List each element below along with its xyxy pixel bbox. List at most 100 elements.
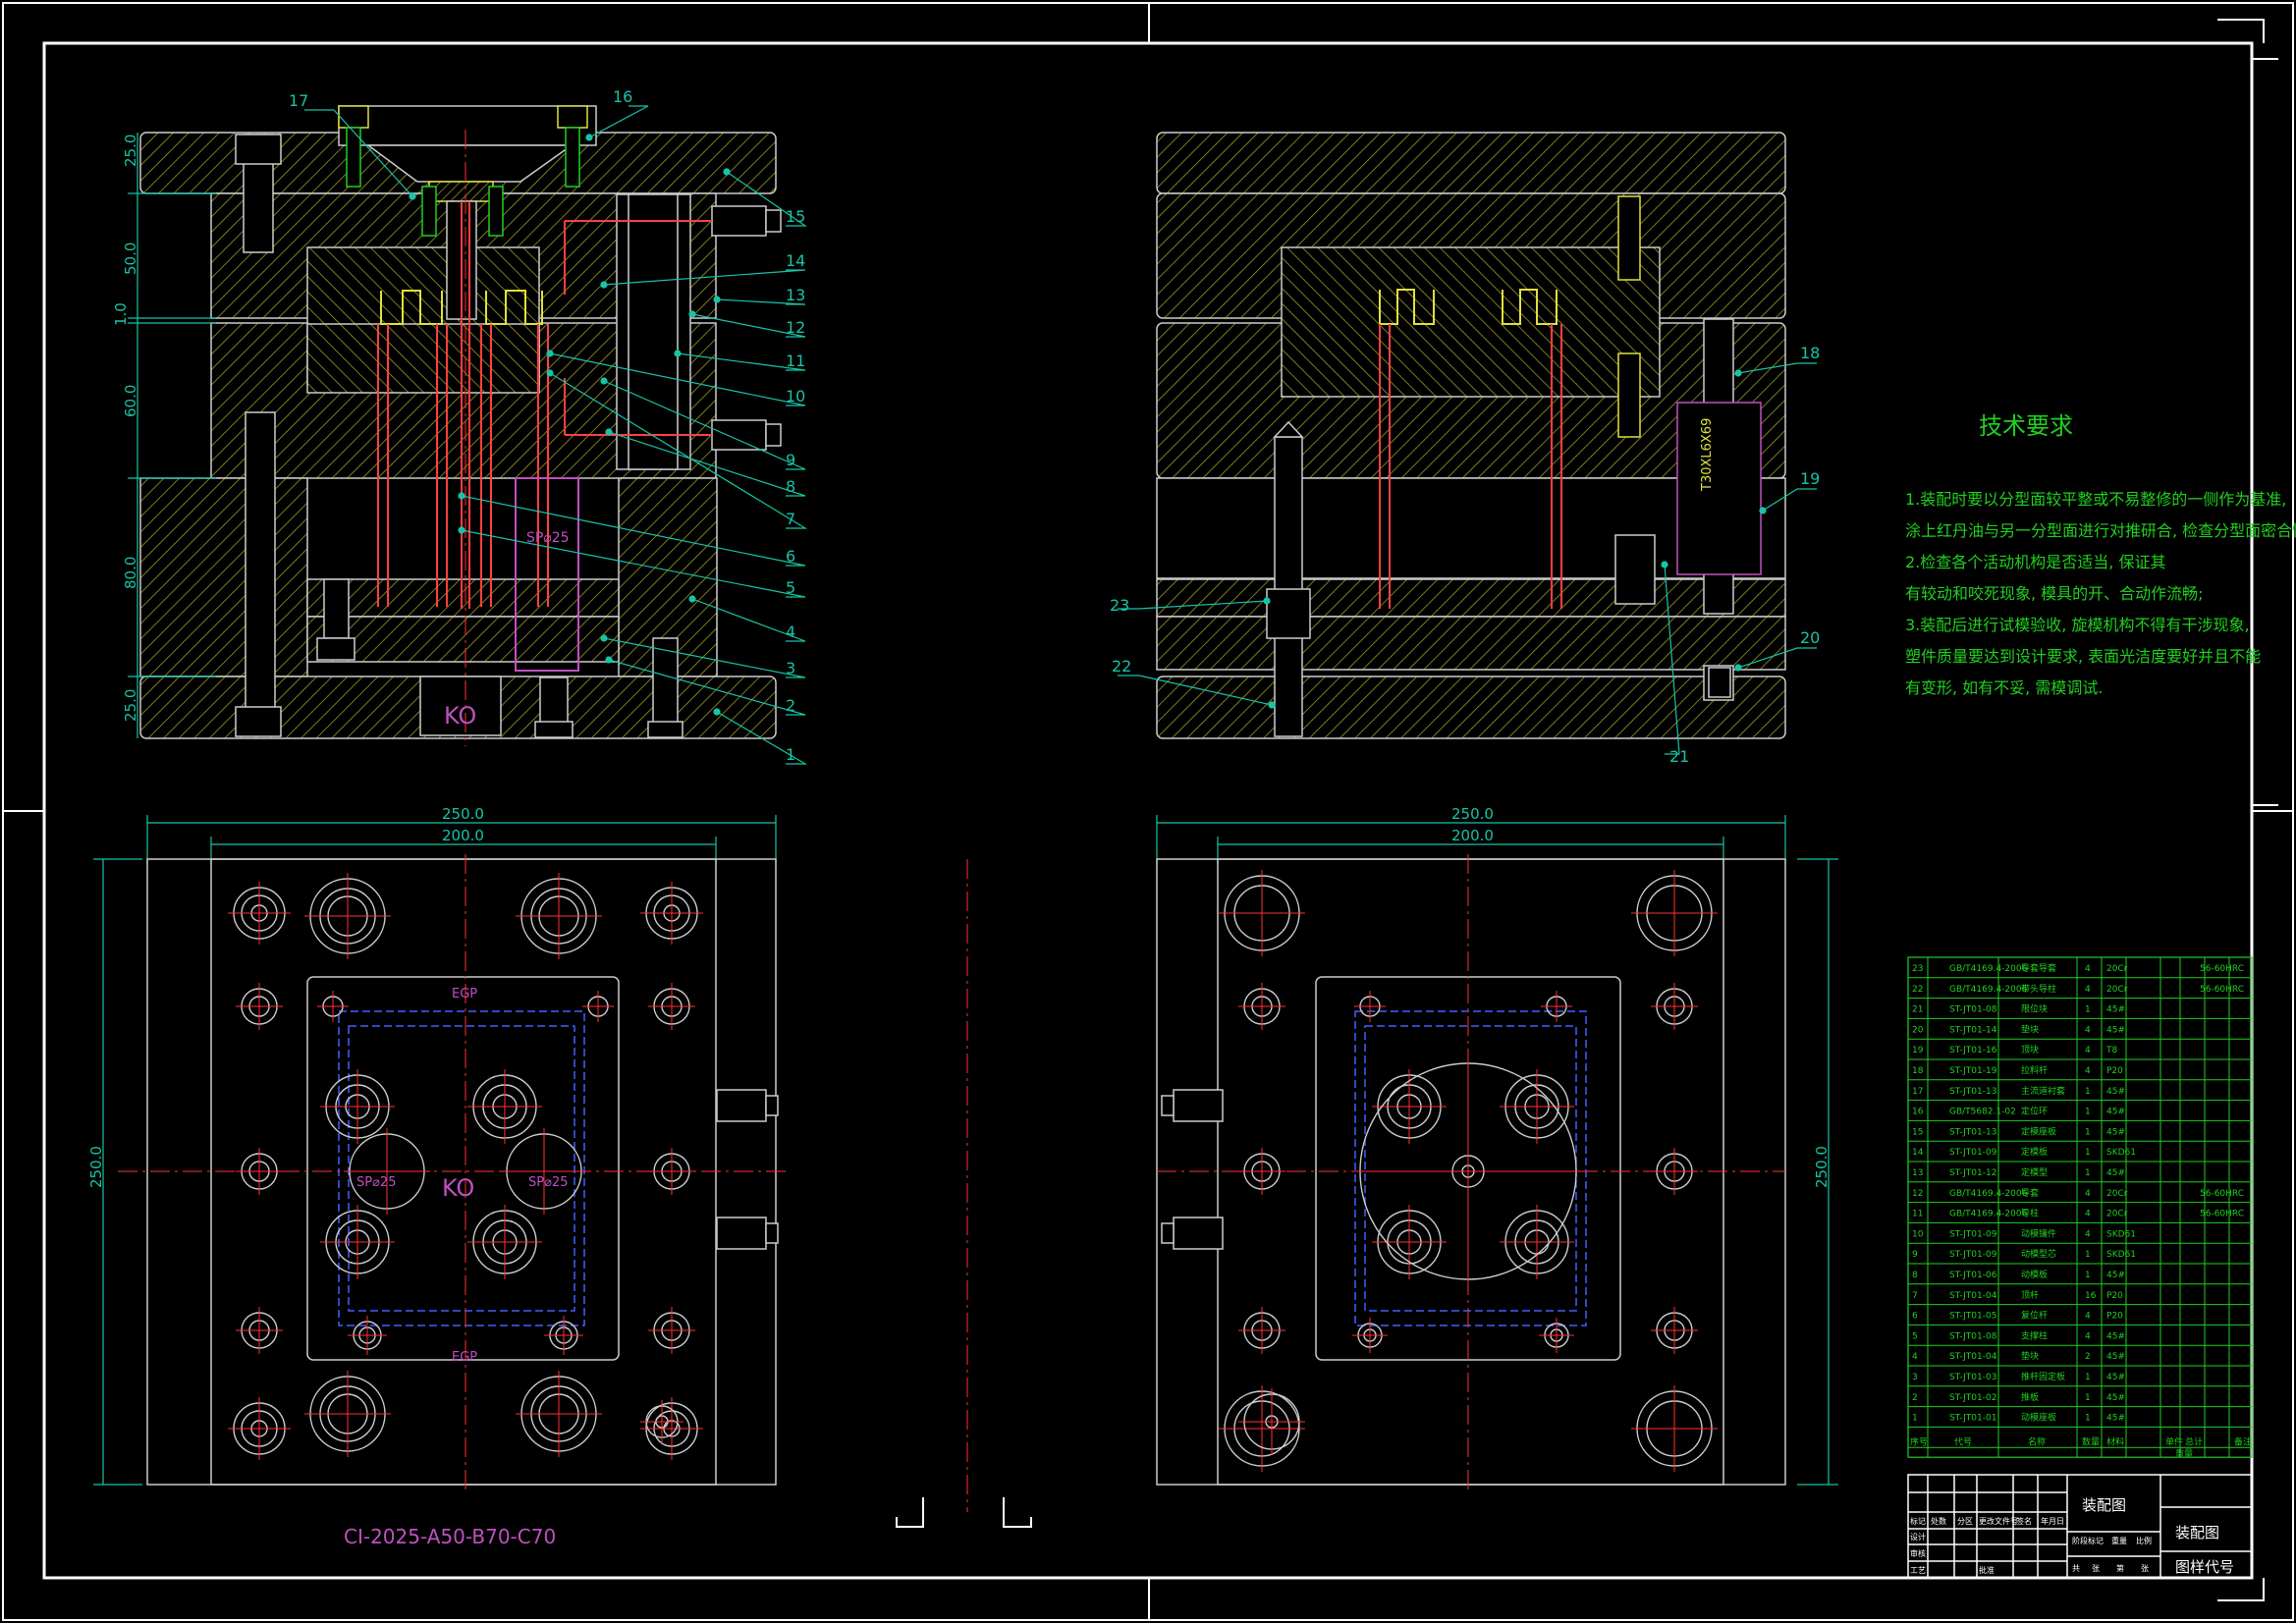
leader-dot-left-11 (674, 350, 682, 357)
svg-text:ST-JT01-03: ST-JT01-03 (1949, 1373, 1996, 1382)
title-name: 装配图 (2082, 1496, 2126, 1514)
leader-label-left-16: 16 (613, 87, 632, 106)
leader-label-left-8: 8 (786, 477, 795, 496)
svg-text:序号: 序号 (1910, 1435, 1928, 1447)
svg-text:ST-JT01-19: ST-JT01-19 (1949, 1066, 1997, 1076)
tech-req-line-3: 2.检查各个活动机构是否适当, 保证其 (1905, 553, 2165, 571)
svg-text:11: 11 (1912, 1210, 1923, 1219)
leader-label-left-14: 14 (786, 251, 805, 270)
leader-dot-right-22 (1268, 701, 1276, 709)
svg-text:GB/T4169.4-2006: GB/T4169.4-2006 (1949, 1210, 2028, 1219)
plan-left-hole-10 (236, 1148, 283, 1195)
plan-left-hole-4 (304, 873, 391, 959)
svg-text:1: 1 (2085, 1168, 2091, 1178)
leader-label-left-9: 9 (786, 451, 795, 469)
svg-text:45#: 45# (2106, 1108, 2125, 1117)
svg-text:ST-JT01-09: ST-JT01-09 (1949, 1148, 1997, 1158)
plan-left-hole-24 (640, 1400, 683, 1443)
svg-text:4: 4 (2085, 1312, 2091, 1322)
sp25-left-b: SP⌀25 (528, 1175, 568, 1190)
plan-right-hole-17 (1539, 1318, 1574, 1353)
leader-dot-left-5 (458, 526, 465, 534)
svg-text:45#: 45# (2106, 1352, 2125, 1362)
svg-text:4: 4 (2085, 964, 2091, 974)
plan-left-hole-7 (516, 1371, 602, 1457)
svg-text:1: 1 (2085, 1005, 2091, 1015)
plan-right-hole-0 (1219, 870, 1305, 956)
leader-label-left-1: 1 (786, 745, 795, 764)
tech-req-line-2: 涂上红丹油与另一分型面进行对推研合, 检查分型面密合情况; (1905, 521, 2296, 540)
leader-line-left-17 (304, 109, 413, 197)
svg-text:1: 1 (2085, 1373, 2091, 1382)
svg-text:2: 2 (1912, 1393, 1918, 1403)
svg-text:导套导套: 导套导套 (2021, 962, 2056, 974)
svg-text:14: 14 (1912, 1148, 1924, 1158)
svg-text:5: 5 (1912, 1331, 1918, 1341)
svg-text:4: 4 (1912, 1352, 1918, 1362)
plan-right-hole-19 (1541, 991, 1572, 1022)
plan-left-outer-w: 250.0 (442, 805, 484, 823)
leader-label-left-4: 4 (786, 622, 795, 641)
pin-text: T30XL6X69 (1700, 418, 1715, 492)
svg-text:21: 21 (1912, 1005, 1923, 1015)
tb-sheet-2: 第 (2116, 1563, 2124, 1573)
svg-text:3: 3 (1912, 1373, 1918, 1382)
tb-row-label-3: 更改文件号 (1979, 1516, 2018, 1526)
svg-text:45#: 45# (2106, 1025, 2125, 1035)
svg-text:定模型: 定模型 (2021, 1166, 2048, 1178)
dim-v-4: 60.0 (122, 385, 139, 417)
tb-sheet-1: 张 (2092, 1564, 2100, 1573)
plan-left-hole-20 (348, 1316, 387, 1355)
leader-label-left-5: 5 (786, 578, 795, 597)
svg-text:备注: 备注 (2234, 1435, 2252, 1447)
svg-text:45#: 45# (2106, 1168, 2125, 1178)
svg-text:4: 4 (2085, 1025, 2091, 1035)
plan-left-hole-12 (236, 1307, 283, 1354)
plan-left-hole-16 (320, 1205, 395, 1279)
plan-left-hole-22 (317, 991, 349, 1022)
plan-left-inner-w: 200.0 (442, 827, 484, 844)
tb-stage-0: 阶段标记 (2072, 1536, 2104, 1545)
leader-line-left-4 (691, 598, 806, 642)
leader-dot-right-19 (1759, 507, 1767, 514)
plan-right-hole-3 (1631, 1385, 1718, 1472)
leader-line-right-21 (1664, 564, 1680, 755)
svg-text:P20: P20 (2106, 1066, 2123, 1076)
leader-dot-left-3 (600, 634, 608, 642)
plan-left-hole-0 (228, 882, 291, 945)
leader-dot-left-12 (688, 310, 696, 318)
svg-text:2: 2 (2085, 1352, 2091, 1362)
svg-text:材料: 材料 (2106, 1435, 2124, 1447)
svg-text:12: 12 (1912, 1189, 1923, 1199)
tech-req-line-7: 有变形, 如有不妥, 需模调试. (1905, 678, 2103, 697)
leader-line-right-22 (1118, 675, 1273, 706)
svg-text:45#: 45# (2106, 1005, 2125, 1015)
leader-label-left-6: 6 (786, 547, 795, 566)
plan-left-hole-9 (648, 983, 695, 1030)
plan-view-left: 250.0 200.0 250.0 EGP EGP SP⌀25 SP⌀25 KO (87, 805, 786, 1492)
leader-line-left-3 (603, 637, 806, 678)
sp25-label-section: SP⌀25 (526, 530, 570, 546)
leader-label-left-3: 3 (786, 659, 795, 677)
leader-line-left-10 (549, 352, 806, 406)
plan-left-hole-11 (648, 1148, 695, 1195)
svg-text:4: 4 (2085, 1046, 2091, 1055)
title-block: 装配图 装配图 图样代号 标记 处数 分区 更改文件号 签名 年月日 设计 审核… (1907, 1474, 2253, 1579)
leader-line-left-8 (608, 431, 806, 497)
plan-right-hole-15 (1447, 1150, 1490, 1193)
svg-text:45#: 45# (2106, 1271, 2125, 1280)
svg-text:45#: 45# (2106, 1414, 2125, 1424)
svg-text:13: 13 (1912, 1168, 1923, 1178)
leader-label-left-10: 10 (786, 387, 805, 406)
leader-dot-right-23 (1263, 597, 1271, 605)
plan-left-hole-17 (467, 1205, 542, 1279)
svg-text:动模板: 动模板 (2021, 1269, 2048, 1280)
dim-v-5: 80.0 (122, 557, 139, 589)
